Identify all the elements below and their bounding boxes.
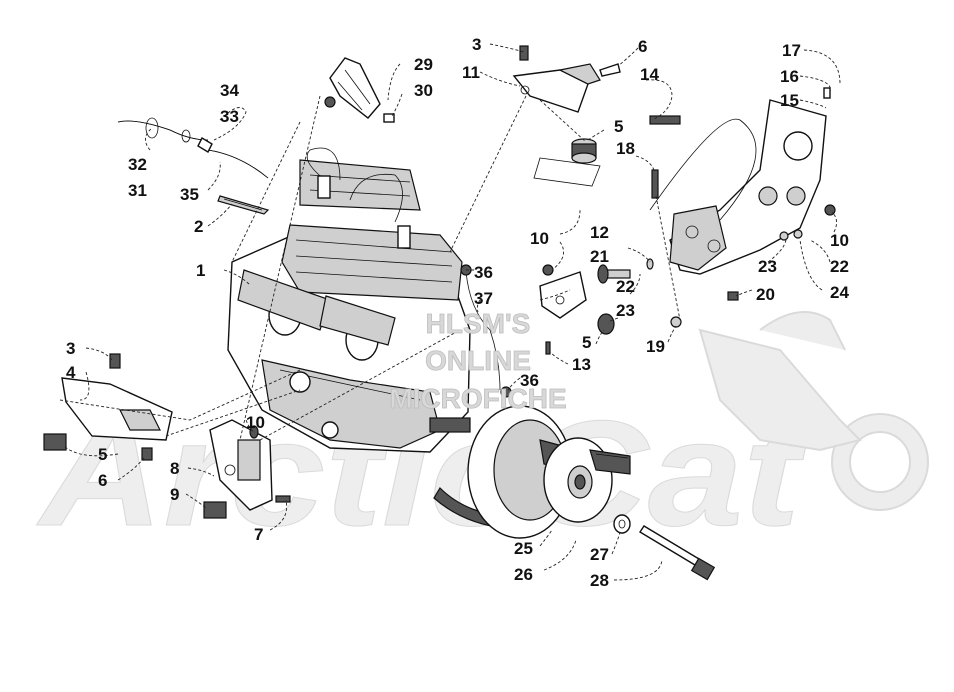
rear-mount-plate: [649, 87, 836, 301]
callout-12: 12: [590, 223, 609, 242]
callout-22: 22: [830, 257, 849, 276]
callout-17: 17: [782, 41, 801, 60]
callout-10: 10: [530, 229, 549, 248]
watermark-line2: ONLINE: [425, 345, 531, 376]
callout-21: 21: [590, 247, 609, 266]
callout-9: 9: [170, 485, 179, 504]
watermark-line3: MICROFICHE: [389, 383, 566, 414]
callout-6: 6: [638, 37, 647, 56]
lower-mount-bracket: [203, 419, 291, 519]
engine-mount-bracket-top: [512, 45, 621, 113]
callout-6: 6: [98, 471, 107, 490]
callout-32: 32: [128, 155, 147, 174]
callout-36: 36: [520, 371, 539, 390]
callout-10: 10: [830, 231, 849, 250]
callout-7: 7: [254, 525, 263, 544]
callout-10: 10: [246, 413, 265, 432]
callout-27: 27: [590, 545, 609, 564]
callout-3: 3: [472, 35, 481, 54]
callout-2: 2: [194, 217, 203, 236]
gasket: [217, 195, 270, 215]
callout-16: 16: [780, 67, 799, 86]
front-mount-bracket: [539, 258, 682, 355]
callout-1: 1: [196, 261, 205, 280]
callout-34: 34: [220, 81, 239, 100]
callout-19: 19: [646, 337, 665, 356]
callout-14: 14: [640, 65, 659, 84]
motorcycle-icon: [698, 311, 929, 511]
leader-lines: [59, 43, 841, 581]
clutch-bolt-washer: [613, 514, 716, 581]
callout-8: 8: [170, 459, 179, 478]
callout-4: 4: [66, 363, 76, 382]
hlsm-watermark: HLSM'S ONLINE MICROFICHE: [389, 308, 567, 415]
drive-clutch: [433, 405, 631, 539]
engine-assembly: [227, 147, 471, 453]
coolant-hose-assembly: [117, 117, 269, 179]
callout-24: 24: [830, 283, 849, 302]
callout-30: 30: [414, 81, 433, 100]
callout-29: 29: [414, 55, 433, 74]
callout-5: 5: [582, 333, 591, 352]
callout-23: 23: [616, 301, 635, 320]
coil-bracket: [324, 57, 395, 123]
callout-11: 11: [462, 63, 480, 82]
callout-37: 37: [474, 289, 493, 308]
callout-13: 13: [572, 355, 591, 374]
callout-22: 22: [616, 277, 635, 296]
rubber-damper-top: [533, 138, 601, 187]
callout-labels: 1 2 3 3 4 5 5 5 6 6 7 8 9 10 10 10 11 12…: [66, 35, 849, 590]
callout-36: 36: [474, 263, 493, 282]
callout-15: 15: [780, 91, 799, 110]
callout-33: 33: [220, 107, 239, 126]
callout-23: 23: [758, 257, 777, 276]
callout-26: 26: [514, 565, 533, 584]
callout-18: 18: [616, 139, 635, 158]
callout-5: 5: [614, 117, 623, 136]
watermark-line1: HLSM'S: [426, 308, 531, 339]
callout-20: 20: [756, 285, 775, 304]
callout-35: 35: [180, 185, 199, 204]
callout-25: 25: [514, 539, 533, 558]
callout-3: 3: [66, 339, 75, 358]
callout-31: 31: [128, 181, 147, 200]
callout-28: 28: [590, 571, 609, 590]
callout-5: 5: [98, 445, 107, 464]
